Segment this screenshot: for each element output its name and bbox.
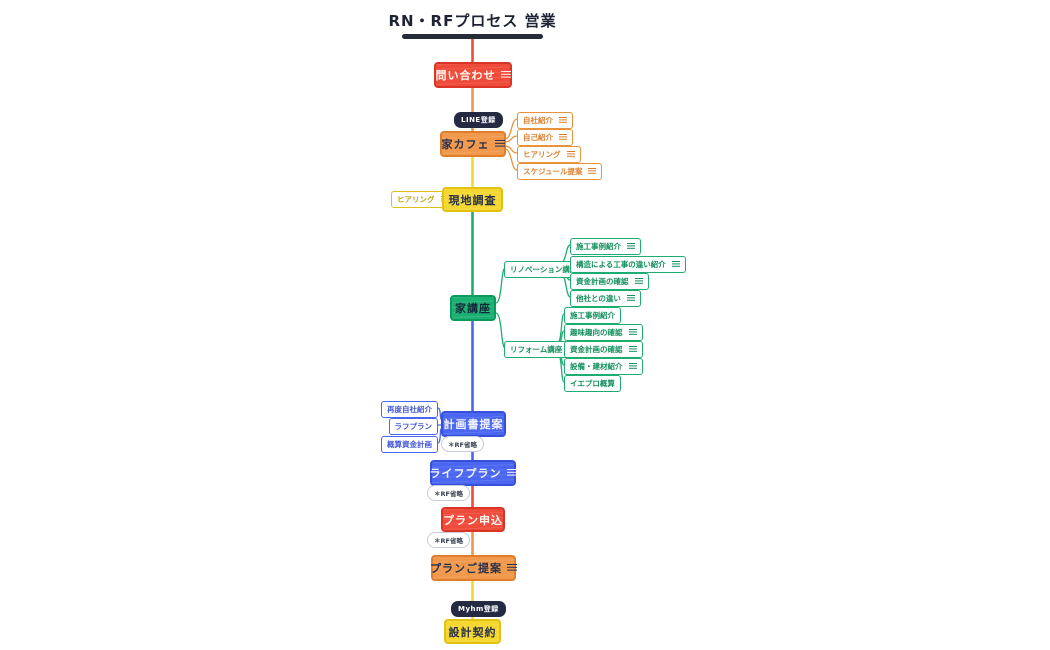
note-label: スケジュール提案 bbox=[523, 167, 583, 176]
note-construction-cases[interactable]: 施工事例紹介 bbox=[570, 238, 641, 255]
note-company-reintro[interactable]: 再度自社紹介 bbox=[381, 401, 438, 418]
menu-icon bbox=[506, 469, 517, 477]
node-site-survey[interactable]: 現地調査 bbox=[442, 187, 503, 212]
note-competitor-difference[interactable]: 他社との違い bbox=[570, 290, 641, 307]
note-label: 構造による工事の違い紹介 bbox=[576, 260, 666, 269]
node-plan-document-proposal[interactable]: 計画書提案 bbox=[441, 411, 506, 437]
note-structure-difference[interactable]: 構造による工事の違い紹介 bbox=[570, 256, 686, 273]
node-label: 計画書提案 bbox=[443, 418, 504, 431]
menu-icon bbox=[628, 363, 637, 370]
note-rough-funding-plan[interactable]: 概算資金計画 bbox=[381, 436, 438, 453]
node-plan-application[interactable]: プラン申込 bbox=[441, 507, 505, 532]
menu-icon bbox=[671, 261, 680, 268]
menu-icon bbox=[634, 278, 643, 285]
note-label: 資金計画の確認 bbox=[576, 277, 629, 286]
node-iecafe[interactable]: 家カフェ bbox=[440, 131, 506, 157]
rf-skip-pill: ＊RF省略 bbox=[427, 532, 470, 548]
note-schedule-proposal[interactable]: スケジュール提案 bbox=[517, 163, 603, 180]
menu-icon bbox=[628, 329, 637, 336]
note-label: ラフプラン bbox=[394, 422, 433, 431]
note-label: 施工事例紹介 bbox=[576, 242, 621, 251]
branch-label: リフォーム講座 bbox=[510, 345, 563, 354]
note-label: 資金計画の確認 bbox=[570, 345, 623, 354]
menu-icon bbox=[588, 168, 597, 175]
node-label: 家カフェ bbox=[441, 138, 490, 151]
note-company-intro[interactable]: 自社紹介 bbox=[517, 112, 573, 129]
note-label: 趣味趣向の確認 bbox=[570, 328, 623, 337]
branch-reform-lecture[interactable]: リフォーム講座 bbox=[504, 341, 569, 358]
note-label: 施工事例紹介 bbox=[570, 311, 615, 320]
branch-label: リノベーション講座 bbox=[510, 265, 578, 274]
note-label: 他社との違い bbox=[576, 294, 621, 303]
note-construction-cases-2[interactable]: 施工事例紹介 bbox=[564, 307, 621, 324]
node-inquiry[interactable]: 問い合わせ bbox=[434, 62, 512, 88]
note-funding-plan-check-2[interactable]: 資金計画の確認 bbox=[564, 341, 643, 358]
menu-icon bbox=[559, 134, 567, 141]
line-registration-badge[interactable]: LINE登録 bbox=[454, 112, 503, 128]
menu-icon bbox=[507, 564, 517, 572]
node-label: ライフプラン bbox=[429, 467, 502, 480]
note-funding-plan-check[interactable]: 資金計画の確認 bbox=[570, 273, 649, 290]
note-label: 自己紹介 bbox=[523, 133, 553, 142]
note-label: 設備・建材紹介 bbox=[570, 362, 623, 371]
branch-renovation-lecture[interactable]: リノベーション講座 bbox=[504, 261, 584, 278]
note-label: 自社紹介 bbox=[523, 116, 553, 125]
menu-icon bbox=[626, 295, 635, 302]
node-label: 設計契約 bbox=[448, 625, 497, 639]
note-label: ヒアリング bbox=[397, 195, 435, 204]
note-label: ヒアリング bbox=[523, 150, 561, 159]
menu-icon bbox=[494, 140, 505, 148]
node-label: プラン申込 bbox=[443, 513, 503, 527]
myhm-registration-badge[interactable]: Myhm登録 bbox=[451, 601, 506, 617]
node-design-contract[interactable]: 設計契約 bbox=[444, 619, 501, 644]
node-label: 問い合わせ bbox=[435, 69, 496, 82]
rf-skip-pill: ＊RF省略 bbox=[441, 436, 484, 452]
note-hearing[interactable]: ヒアリング bbox=[517, 146, 581, 163]
note-label: 再度自社紹介 bbox=[387, 405, 432, 414]
note-label: イエプロ概算 bbox=[570, 379, 615, 388]
node-life-plan[interactable]: ライフプラン bbox=[429, 460, 517, 486]
node-label: 現地調査 bbox=[448, 193, 497, 207]
node-label: 家講座 bbox=[455, 302, 491, 315]
note-taste-preference-check[interactable]: 趣味趣向の確認 bbox=[564, 324, 643, 341]
menu-icon bbox=[628, 346, 637, 353]
node-label: プランご提案 bbox=[430, 562, 502, 575]
menu-icon bbox=[559, 117, 567, 124]
node-house-lecture[interactable]: 家講座 bbox=[450, 295, 496, 321]
note-equipment-materials[interactable]: 設備・建材紹介 bbox=[564, 358, 643, 375]
note-label: 概算資金計画 bbox=[387, 440, 432, 449]
diagram-title: RN・RFプロセス 営業 bbox=[388, 12, 557, 30]
menu-icon bbox=[566, 151, 575, 158]
note-rough-plan[interactable]: ラフプラン bbox=[388, 418, 438, 435]
title-underline-bar bbox=[402, 34, 543, 39]
node-plan-proposal[interactable]: プランご提案 bbox=[430, 555, 517, 581]
menu-icon bbox=[500, 71, 511, 79]
note-self-intro[interactable]: 自己紹介 bbox=[517, 129, 573, 146]
note-iepro-estimate[interactable]: イエプロ概算 bbox=[564, 375, 621, 392]
rf-skip-pill: ＊RF省略 bbox=[427, 485, 470, 501]
menu-icon bbox=[627, 243, 635, 250]
